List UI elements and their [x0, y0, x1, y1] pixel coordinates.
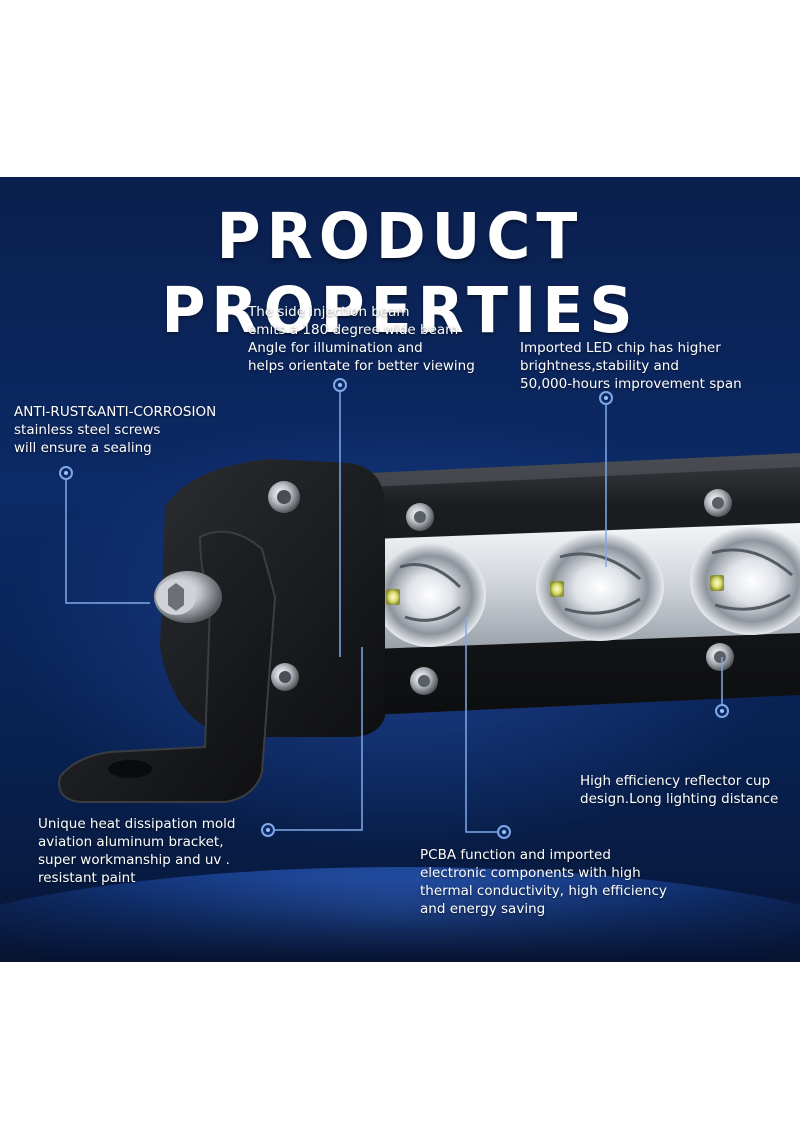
- reflector-cups: [374, 527, 800, 647]
- callout-side-beam: The side injection beam emits a 180 degr…: [248, 304, 475, 374]
- product-banner: PRODUCT PROPERTIES: [0, 177, 800, 962]
- callout-bracket: Unique heat dissipation mold aviation al…: [38, 816, 236, 886]
- callout-reflector: High efficiency reflector cup design.Lon…: [580, 773, 779, 807]
- side-bolt: [154, 571, 222, 623]
- ring-dot-icon: [59, 378, 729, 839]
- led-light-bar-illustration: [58, 453, 800, 803]
- callout-pcba: PCBA function and imported electronic co…: [420, 847, 667, 917]
- bar-screws: [406, 489, 734, 695]
- callout-led-chip: Imported LED chip has higher brightness,…: [520, 340, 742, 392]
- page-title: PRODUCT PROPERTIES: [161, 200, 639, 348]
- banner-bottom-shade: [0, 877, 800, 962]
- led-chip-icon: [386, 589, 400, 605]
- bracket-hole: [108, 760, 152, 778]
- leader-lines: [59, 378, 729, 839]
- callout-screws: ANTI-RUST&ANTI-CORROSION stainless steel…: [14, 404, 217, 456]
